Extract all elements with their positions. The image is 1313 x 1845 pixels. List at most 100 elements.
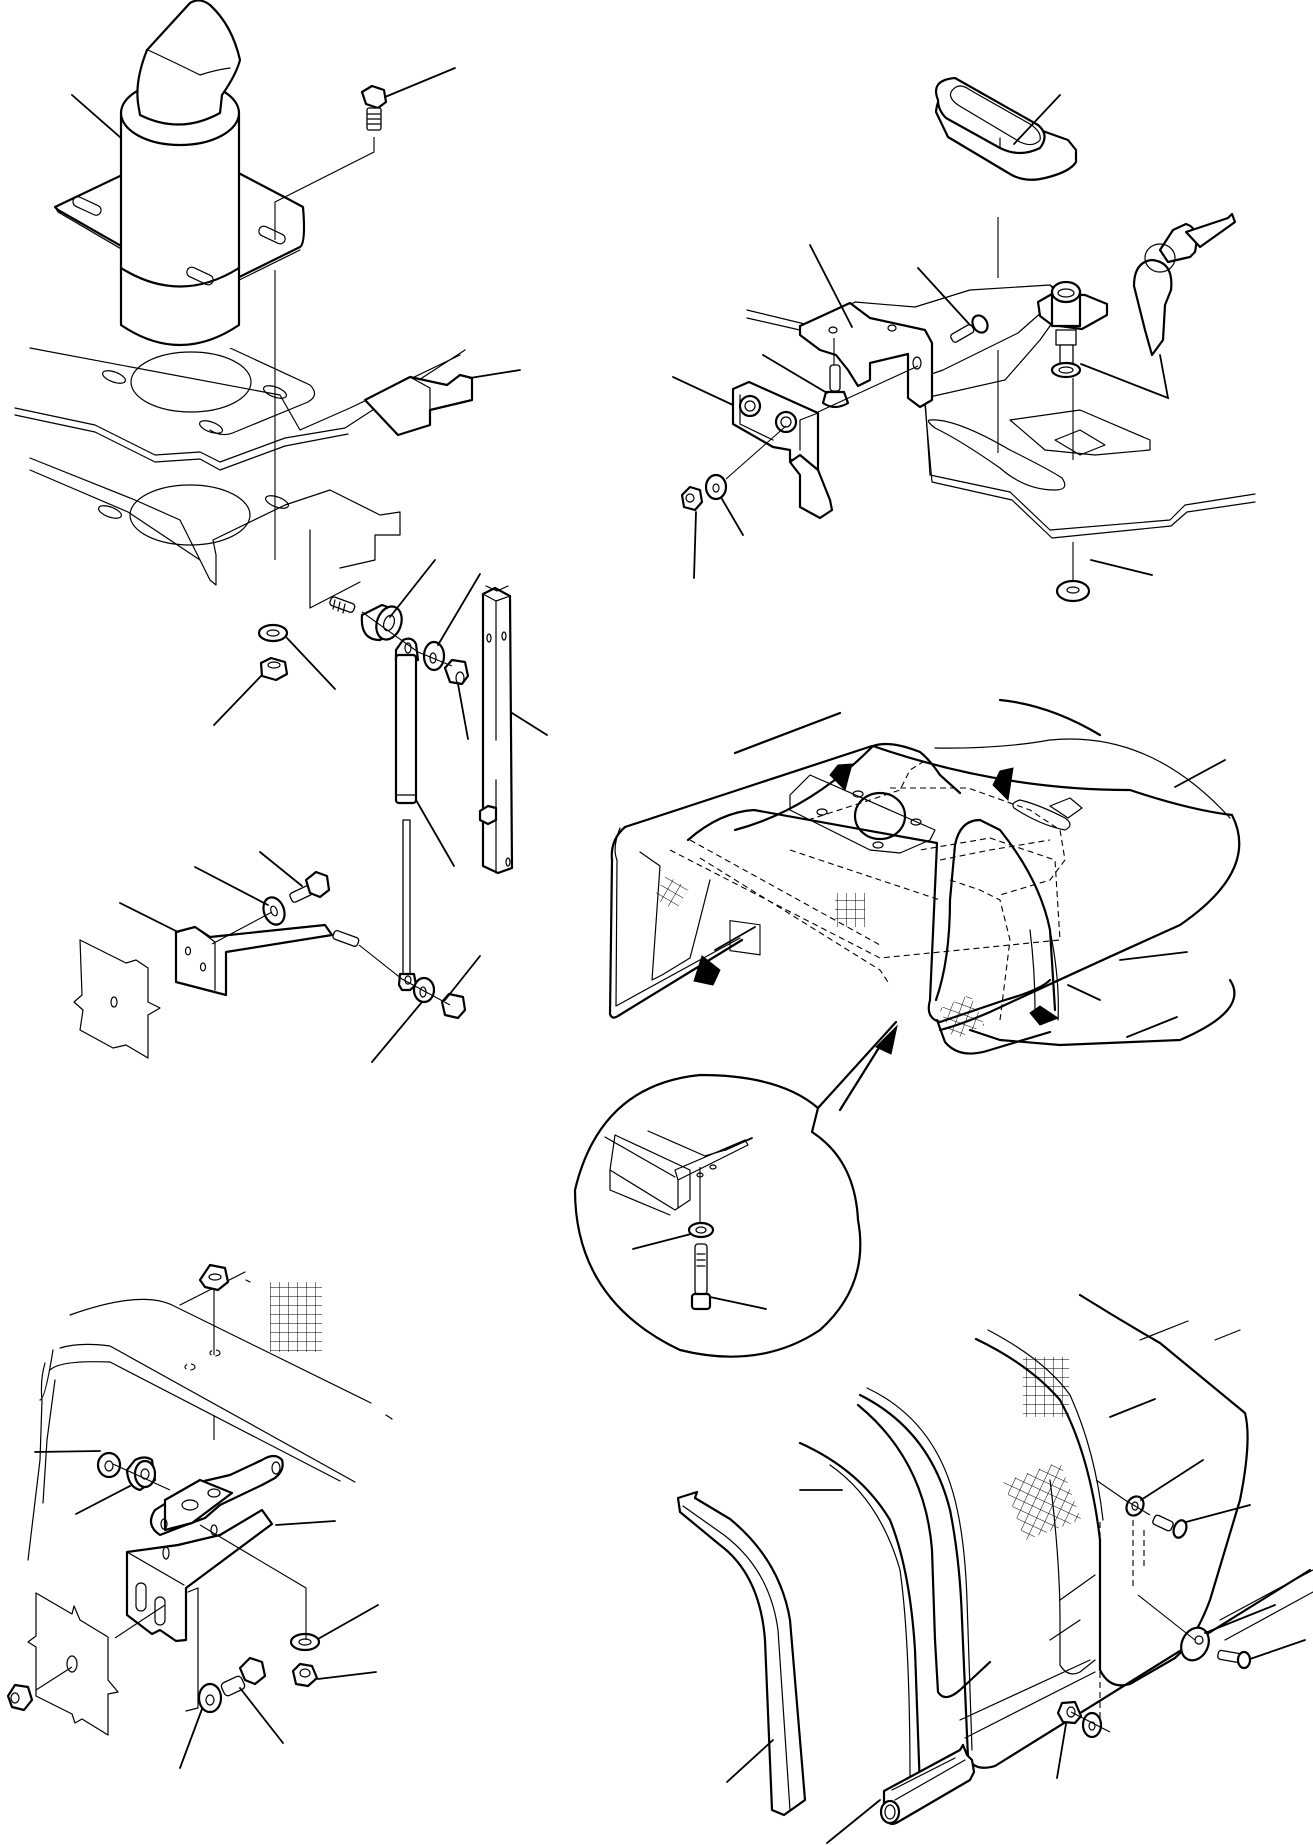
bushing — [125, 1456, 157, 1492]
leader-washer-upper-bracket — [194, 866, 269, 906]
washer — [422, 640, 446, 672]
nut — [680, 485, 704, 512]
leader-lock-bracket — [809, 244, 853, 328]
leader-cap-bolt — [917, 267, 971, 326]
view-exhaust-muffler-mount — [14, 0, 521, 726]
callout-leaders — [119, 559, 548, 1063]
lock-slot — [1012, 797, 1083, 831]
leader-latch-block — [672, 376, 734, 406]
hex-bolt — [220, 1656, 267, 1697]
washer-lower — [412, 976, 436, 1004]
leader-rubber-washer — [1204, 1604, 1276, 1634]
hex-bolt — [289, 870, 331, 903]
nut — [1056, 1700, 1083, 1725]
leader-detail-washer — [632, 1233, 692, 1250]
detail-bracket — [604, 1130, 749, 1216]
hood-cover — [608, 698, 1241, 1055]
hinge-bracket — [125, 1508, 274, 1712]
leader-hinge-arm — [275, 1520, 336, 1526]
lock-cylinder — [1036, 280, 1109, 379]
cap-bolt — [950, 314, 989, 343]
leader-grommet — [1090, 559, 1153, 576]
washer — [257, 623, 289, 643]
callout-leaders — [672, 94, 1170, 579]
washer — [289, 1632, 321, 1652]
view-hood-lock — [672, 76, 1256, 603]
screw — [1217, 1649, 1252, 1670]
exhaust-pipe-with-flange — [53, 0, 306, 348]
filler-cap-plate — [789, 774, 936, 854]
leader-hood-cover — [1174, 759, 1226, 788]
mount-plate-ghost — [27, 1592, 119, 1736]
leader-edge-trim — [826, 1799, 881, 1844]
leader-washer — [437, 573, 481, 646]
hood-insulation-outline — [669, 759, 1066, 1021]
leader-side-cover — [1109, 1398, 1156, 1418]
leader-seal-strip-left — [726, 1739, 774, 1783]
leader-washer-right — [317, 1604, 379, 1640]
leader-washer-lower — [179, 1708, 203, 1769]
leader-washer — [286, 637, 336, 690]
detail-washer — [687, 1221, 715, 1239]
view-side-cover-seals — [676, 1293, 1313, 1844]
leader-washer — [1140, 1459, 1204, 1501]
arrow-down-icon — [992, 767, 1014, 802]
nut — [291, 1662, 319, 1688]
side-cover — [856, 1293, 1313, 1769]
leader-hex-nut — [213, 674, 263, 726]
leader-detail-bolt — [709, 1296, 767, 1310]
stud-bolt-lower — [332, 929, 360, 947]
leader-flange-bolt — [384, 67, 456, 98]
leader-nut-right — [317, 1671, 377, 1680]
bracket — [174, 923, 334, 997]
nut-lower — [440, 992, 467, 1020]
frame-plate — [14, 346, 474, 471]
view-engine-hood — [573, 698, 1241, 1358]
callout-leaders — [34, 1450, 379, 1769]
arrow-up-icon — [693, 955, 721, 986]
leader-frame-block — [469, 369, 521, 379]
leader-detail-bracket — [724, 1137, 753, 1151]
washer — [704, 473, 728, 501]
leader-countersunk-screw — [762, 354, 828, 394]
leader-washer-lower — [371, 1001, 423, 1063]
leader-lock-and-keys — [1080, 354, 1170, 400]
flange-bolt — [360, 84, 388, 131]
screw — [1152, 1514, 1188, 1539]
indicator-arrows — [693, 759, 1060, 1055]
leader-hex-bolt — [239, 1687, 284, 1744]
mesh-patches — [653, 875, 985, 1040]
washer — [1081, 1711, 1103, 1739]
leader-hood-insulation — [1119, 951, 1188, 961]
view-gas-spring-stay — [73, 559, 548, 1063]
leader-lock-nut — [457, 683, 469, 740]
hinge-nut-top — [198, 1263, 230, 1292]
leader-nut-lower — [444, 955, 481, 1001]
countersunk-screw — [821, 364, 850, 409]
leader-rubber-cap — [1013, 94, 1061, 145]
view-hood-hinge — [6, 1263, 393, 1769]
rubber-washer — [1180, 1626, 1210, 1662]
keys — [1132, 212, 1237, 357]
leader-spacer — [389, 559, 436, 618]
grommet — [1055, 579, 1091, 603]
hood-underside — [27, 1271, 393, 1561]
hex-nut — [259, 656, 289, 682]
leader-hex-bolt — [259, 851, 303, 887]
washer-lower — [197, 1682, 223, 1714]
frame-plate-lower — [29, 457, 401, 609]
leader-nut — [693, 511, 697, 579]
leader-nut — [1056, 1723, 1067, 1779]
leader-washer — [34, 1450, 101, 1453]
leader-washer — [721, 498, 744, 536]
lock-bracket — [798, 301, 934, 409]
stud-bolt — [329, 596, 356, 614]
spacer — [360, 603, 403, 642]
detail-view-circle — [573, 1073, 862, 1358]
leader-gas-spring — [415, 799, 455, 867]
leader-screw — [1185, 1504, 1251, 1523]
edge-trim — [879, 1743, 976, 1825]
lock-nut — [443, 658, 470, 686]
